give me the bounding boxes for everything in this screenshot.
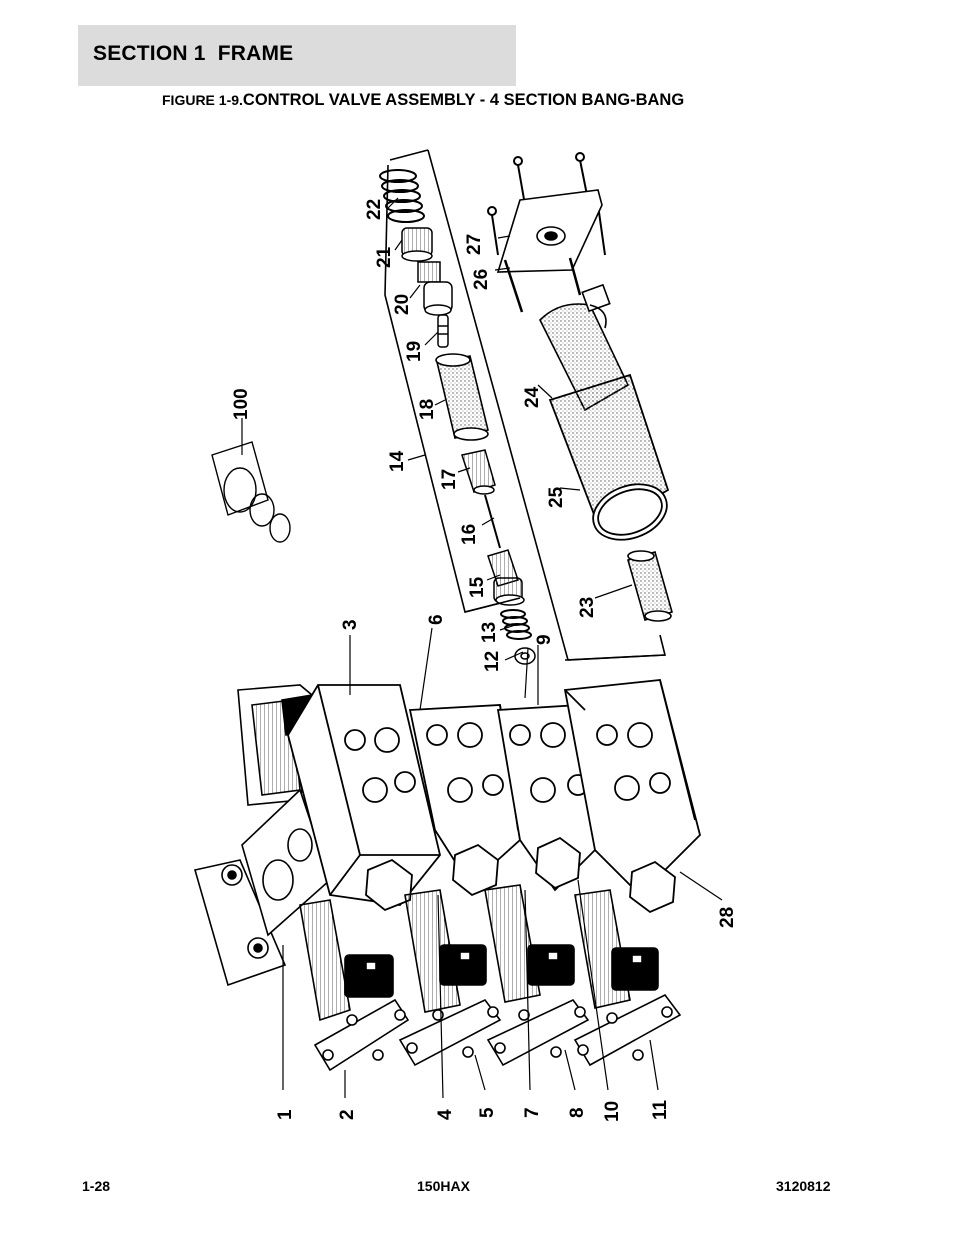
callout-10: 10 bbox=[602, 1101, 623, 1122]
figure-number: FIGURE 1-9. bbox=[162, 92, 243, 108]
spring-13 bbox=[500, 609, 532, 640]
callout-17: 17 bbox=[439, 469, 460, 490]
section-title: SECTION 1 FRAME bbox=[93, 42, 294, 65]
callout-20: 20 bbox=[392, 294, 413, 315]
callout-6: 6 bbox=[426, 614, 447, 625]
seal-kit-100 bbox=[211, 441, 291, 543]
callout-2: 2 bbox=[337, 1109, 358, 1120]
callout-19: 19 bbox=[404, 341, 425, 362]
callout-5: 5 bbox=[477, 1107, 498, 1118]
callout-3: 3 bbox=[340, 619, 361, 630]
pin-19 bbox=[437, 314, 449, 348]
callout-4: 4 bbox=[435, 1109, 456, 1120]
callout-1: 1 bbox=[275, 1109, 296, 1120]
solenoid-assemblies bbox=[299, 884, 682, 1072]
valve-section-blocks bbox=[287, 679, 701, 906]
callout-26: 26 bbox=[471, 269, 492, 290]
callout-labels: 22 21 20 19 18 17 16 15 14 13 12 9 6 3 1… bbox=[231, 199, 738, 1122]
callout-16: 16 bbox=[459, 524, 480, 545]
sleeve-18 bbox=[435, 353, 489, 441]
section-header-band bbox=[78, 25, 516, 86]
housing-25 bbox=[548, 373, 670, 541]
callout-12: 12 bbox=[482, 651, 503, 672]
callout-8: 8 bbox=[567, 1107, 588, 1118]
callout-28: 28 bbox=[717, 907, 738, 928]
callout-15: 15 bbox=[467, 576, 488, 598]
mounting-plate-1 bbox=[193, 788, 331, 987]
callout-7: 7 bbox=[522, 1107, 543, 1118]
callout-14: 14 bbox=[387, 450, 408, 472]
callout-24: 24 bbox=[522, 386, 543, 408]
core-23 bbox=[627, 550, 673, 622]
hex-nuts bbox=[365, 836, 676, 914]
callout-9: 9 bbox=[534, 634, 555, 645]
adapter-20 bbox=[417, 261, 453, 316]
plunger-17 bbox=[461, 449, 496, 495]
end-plate-26 bbox=[496, 189, 603, 273]
rod-16 bbox=[484, 494, 501, 549]
model-name: 150HAX bbox=[417, 1178, 470, 1194]
callout-22: 22 bbox=[364, 199, 385, 220]
callout-13: 13 bbox=[479, 622, 500, 643]
callout-100: 100 bbox=[231, 388, 252, 420]
manual-number: 3120812 bbox=[776, 1178, 831, 1194]
cap-21 bbox=[401, 227, 433, 262]
leader-lines bbox=[241, 197, 723, 1099]
bolts-27 bbox=[487, 152, 606, 256]
page-number: 1-28 bbox=[82, 1178, 111, 1194]
figure-caption: FIGURE 1-9.CONTROL VALVE ASSEMBLY - 4 SE… bbox=[162, 91, 684, 110]
figure-title: CONTROL VALVE ASSEMBLY - 4 SECTION BANG-… bbox=[242, 91, 685, 109]
callout-23: 23 bbox=[577, 597, 598, 618]
callout-11: 11 bbox=[650, 1099, 671, 1120]
callout-27: 27 bbox=[464, 234, 485, 255]
washer-12 bbox=[514, 647, 536, 665]
spring-22 bbox=[379, 169, 425, 223]
callout-25: 25 bbox=[546, 486, 567, 508]
callout-18: 18 bbox=[417, 399, 438, 420]
callout-21: 21 bbox=[374, 246, 395, 268]
coil-kit-bracket bbox=[464, 597, 667, 661]
